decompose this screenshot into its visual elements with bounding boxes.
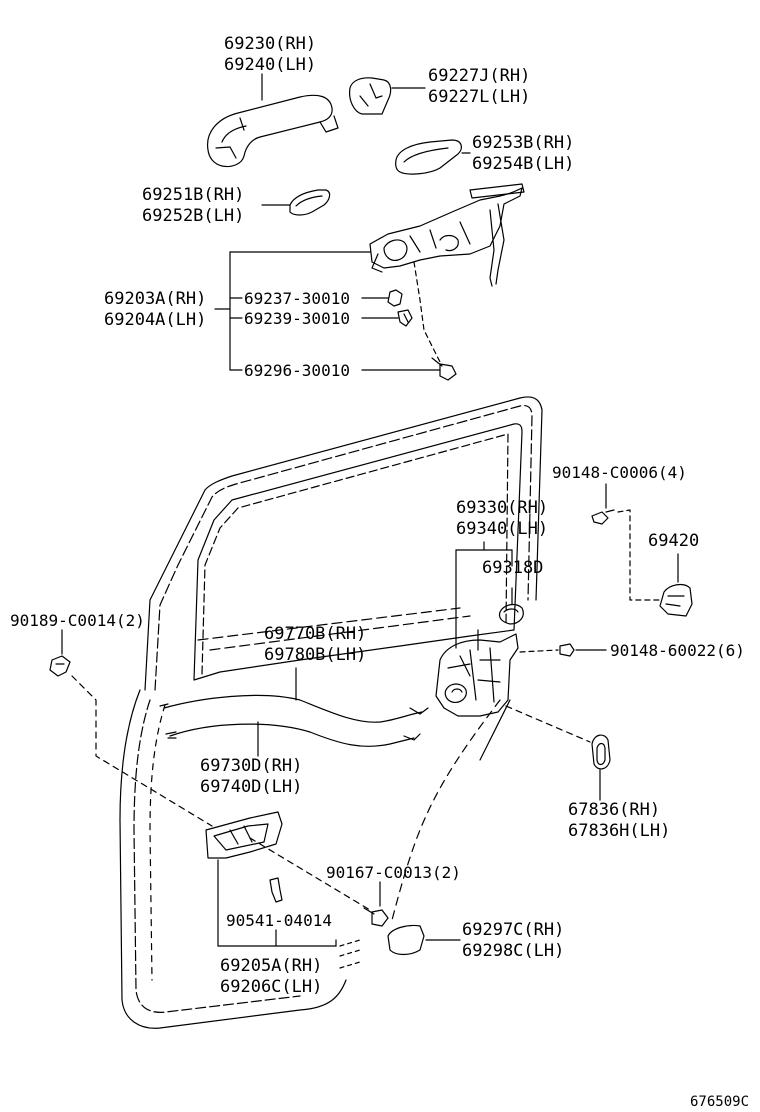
part-number-text: 69780B(LH) — [264, 645, 367, 665]
label-69251: 69251B(RH) 69252B(LH) — [142, 185, 244, 227]
part-number-text: 69770B(RH) — [264, 624, 367, 644]
dash-90148-60022 — [519, 649, 559, 653]
front-pad-part — [289, 189, 331, 216]
label-69420: 69420 — [648, 531, 700, 551]
screw-90541 — [269, 877, 283, 903]
label-90148-60022: 90148-60022(6) — [610, 641, 745, 660]
part-number-text: 69730D(RH) — [200, 756, 303, 776]
screw-69296 — [431, 357, 457, 381]
part-number-text: 69240(LH) — [224, 55, 317, 75]
clip-69239 — [397, 309, 413, 327]
dash-67836 — [505, 705, 591, 743]
label-90148-c0006: 90148-C0006(4) — [552, 463, 687, 482]
label-69230: 69230(RH) 69240(LH) — [224, 34, 316, 76]
diagram-code: 676509C — [690, 1094, 750, 1110]
cable-69730 — [165, 723, 421, 747]
leader-69205-bracket — [217, 859, 361, 969]
clip-90189 — [49, 655, 71, 677]
part-number-text: 69298C(LH) — [462, 941, 565, 961]
part-number-text: 67836(RH) — [568, 800, 661, 820]
handle-cover-part — [349, 77, 392, 115]
inside-handle-cap-part — [387, 924, 425, 956]
label-69237: 69237-30010 — [244, 289, 350, 308]
label-67836: 67836(RH) 67836H(LH) — [568, 800, 670, 842]
outside-handle-part — [207, 94, 339, 168]
label-69297: 69297C(RH) 69298C(LH) — [462, 920, 564, 962]
part-number-text: 69297C(RH) — [462, 920, 565, 940]
screw-90167 — [363, 907, 389, 927]
part-number-text: 69230(RH) — [224, 34, 317, 54]
handle-frame-part — [369, 183, 525, 287]
dash-90167 — [249, 837, 371, 911]
dash-90189 — [71, 675, 213, 827]
label-69770: 69770B(RH) 69780B(LH) — [264, 624, 366, 666]
dash-69420 — [617, 509, 663, 601]
screw-90148-c0006 — [591, 509, 615, 525]
label-69330: 69330(RH) 69340(LH) — [456, 498, 548, 540]
part-number-text: 69740D(LH) — [200, 777, 303, 797]
part-number-text: 69227J(RH) — [428, 66, 531, 86]
part-number-text: 69206C(LH) — [220, 977, 323, 997]
door-frame — [119, 396, 543, 1029]
part-number-text: 69340(LH) — [456, 519, 549, 539]
part-number-text: 69252B(LH) — [142, 206, 245, 226]
label-69296: 69296-30010 — [244, 361, 350, 380]
leader-69203-bracket — [214, 251, 441, 371]
label-69227: 69227J(RH) 69227L(LH) — [428, 66, 530, 108]
label-69205: 69205A(RH) 69206C(LH) — [220, 956, 322, 998]
part-number-text: 69227L(LH) — [428, 87, 531, 107]
label-69253: 69253B(RH) 69254B(LH) — [472, 133, 574, 175]
door-lock-part — [435, 633, 519, 717]
label-69239: 69239-30010 — [244, 309, 350, 328]
label-90541: 90541-04014 — [226, 911, 332, 930]
part-number-text: 69205A(RH) — [220, 956, 323, 976]
part-number-text: 69204A(LH) — [104, 310, 207, 330]
label-69730: 69730D(RH) 69740D(LH) — [200, 756, 302, 798]
part-number-text: 69251B(RH) — [142, 185, 245, 205]
cable-69770 — [159, 694, 429, 723]
label-69318d: 69318D — [482, 558, 544, 578]
grommet-part — [591, 734, 611, 770]
lock-cap-69318 — [498, 603, 524, 625]
inside-handle-part — [205, 811, 283, 859]
clip-69237 — [387, 289, 403, 307]
part-number-text: 69203A(RH) — [104, 289, 207, 309]
screw-90148-60022 — [559, 643, 575, 657]
part-number-text: 67836H(LH) — [568, 821, 671, 841]
lock-cover-part — [659, 583, 693, 617]
rear-pad-part — [395, 139, 462, 175]
label-69203: 69203A(RH) 69204A(LH) — [104, 289, 206, 331]
part-number-text: 69254B(LH) — [472, 154, 575, 174]
label-90189: 90189-C0014(2) — [10, 611, 145, 630]
part-number-text: 69253B(RH) — [472, 133, 575, 153]
part-number-text: 69330(RH) — [456, 498, 549, 518]
label-90167: 90167-C0013(2) — [326, 863, 461, 882]
leader-69330 — [455, 541, 513, 651]
